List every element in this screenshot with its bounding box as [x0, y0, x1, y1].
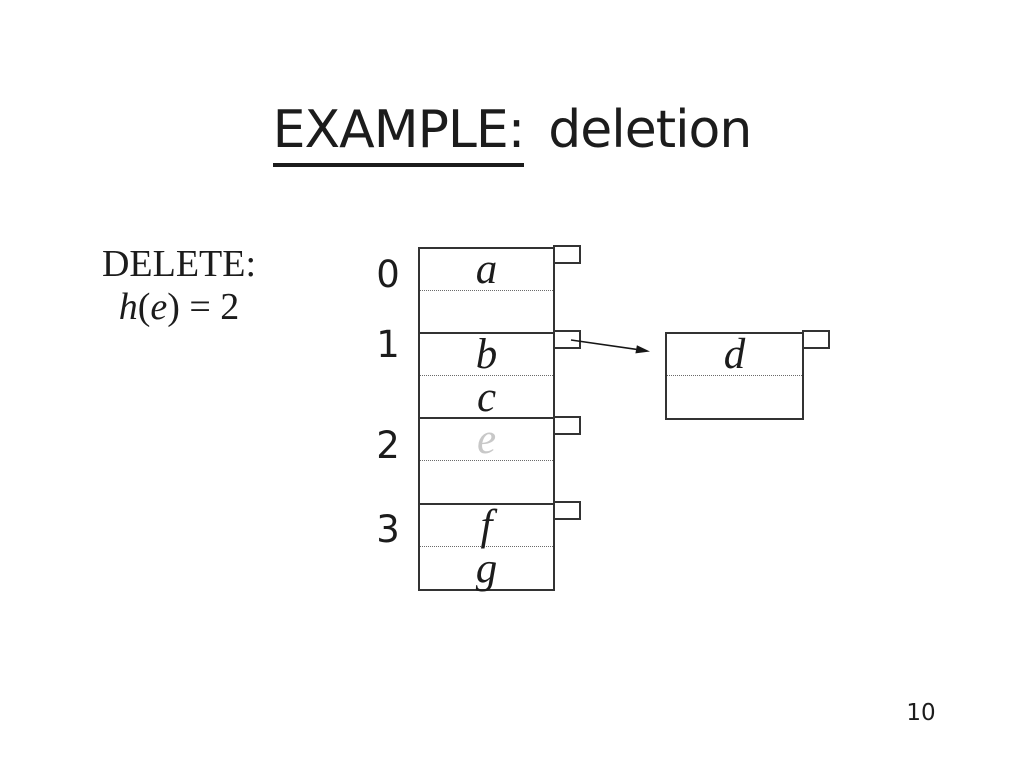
overflow-box-slot-2	[667, 376, 802, 418]
overflow-box-pointer-tab	[802, 330, 830, 349]
title-underlined-text: EXAMPLE:	[272, 100, 525, 167]
bucket-0-pointer-tab	[553, 245, 581, 264]
entry-f: f	[480, 502, 493, 549]
hash-formula: h(e) = 2	[84, 286, 274, 329]
overflow-pointer-arrow	[570, 339, 650, 354]
bucket-0-slot-1: a	[420, 246, 553, 293]
bucket-3: f g	[418, 503, 555, 591]
bucket-index-3: 3	[376, 508, 400, 551]
delete-label: DELETE:	[101, 243, 257, 285]
bucket-3-pointer-tab	[553, 501, 581, 520]
bucket-0-slot-2	[420, 291, 553, 332]
entry-a: a	[475, 246, 498, 293]
bucket-1-slot-1: b	[420, 331, 553, 378]
entry-g: g	[475, 545, 498, 592]
bucket-1: b c	[418, 332, 555, 419]
bucket-2-pointer-tab	[553, 416, 581, 435]
bucket-2-slot-1: e	[420, 416, 553, 463]
formula-rhs: ) = 2	[167, 286, 240, 328]
title-rest-text: deletion	[548, 100, 752, 160]
page-number: 10	[906, 700, 936, 726]
entry-c: c	[476, 374, 497, 421]
entry-b: b	[475, 331, 498, 378]
formula-lparen: (	[137, 286, 151, 328]
entry-e-deleted: e	[476, 416, 497, 463]
bucket-1-pointer-tab	[553, 330, 581, 349]
entry-d: d	[723, 331, 746, 378]
bucket-1-slot-2: c	[420, 376, 553, 419]
overflow-box-slot-1: d	[667, 331, 802, 378]
bucket-index-1: 1	[376, 323, 400, 366]
bucket-index-0: 0	[376, 253, 400, 296]
bucket-2: e	[418, 417, 555, 505]
bucket-3-slot-2: g	[420, 547, 553, 590]
overflow-box: d	[665, 332, 804, 420]
formula-function-name: h	[118, 286, 138, 328]
bucket-2-slot-2	[420, 461, 553, 503]
slide-title: EXAMPLE: deletion	[0, 100, 1024, 167]
bucket-3-slot-1: f	[420, 502, 553, 549]
bucket-index-2: 2	[376, 424, 400, 467]
bucket-0: a	[418, 247, 555, 334]
formula-argument: e	[150, 286, 168, 328]
delete-panel: DELETE: h(e) = 2	[84, 243, 274, 329]
